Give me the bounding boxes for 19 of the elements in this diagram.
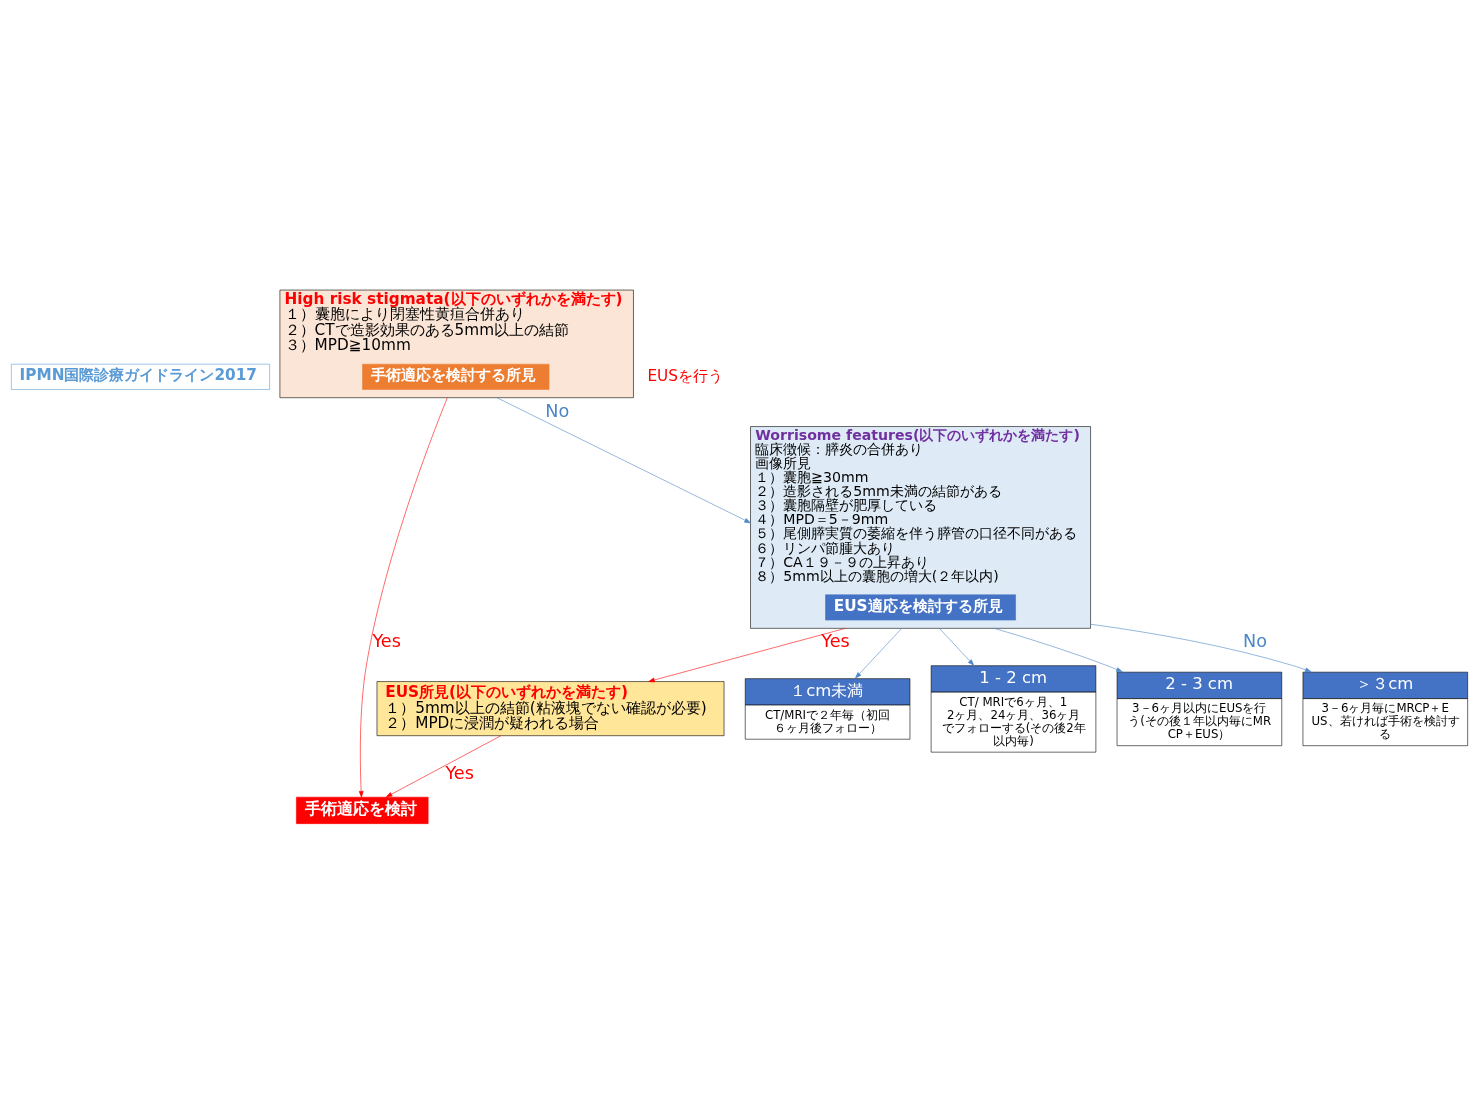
- label: EUSを行う: [647, 366, 723, 385]
- arrow: [993, 628, 1123, 673]
- arrow: [496, 397, 751, 524]
- node-box: IPMN国際診療ガイドライン2017: [11, 363, 270, 390]
- edge-label: Yes: [821, 631, 850, 652]
- arrow: [1090, 623, 1312, 673]
- arrow: [385, 735, 502, 798]
- edge-label: Yes: [445, 762, 474, 783]
- edge-label: No: [545, 400, 570, 421]
- node-box: EUS所見(以下のいずれかを満たす) １）5mm以上の結節(粘液塊でない確認が必要) ２）MPDに浸潤が疑われる場合: [376, 681, 725, 736]
- arrow: [648, 628, 846, 683]
- node-box: 手術適応を検討する所見: [362, 363, 550, 390]
- node-box: EUS適応を検討する所見: [825, 594, 1016, 621]
- node-box: 手術適応を検討: [296, 796, 429, 824]
- arrow: [358, 397, 448, 798]
- arrow: [939, 628, 975, 666]
- arrow: [855, 628, 902, 679]
- edge-label: Yes: [372, 631, 401, 652]
- edge-label: No: [1243, 631, 1267, 652]
